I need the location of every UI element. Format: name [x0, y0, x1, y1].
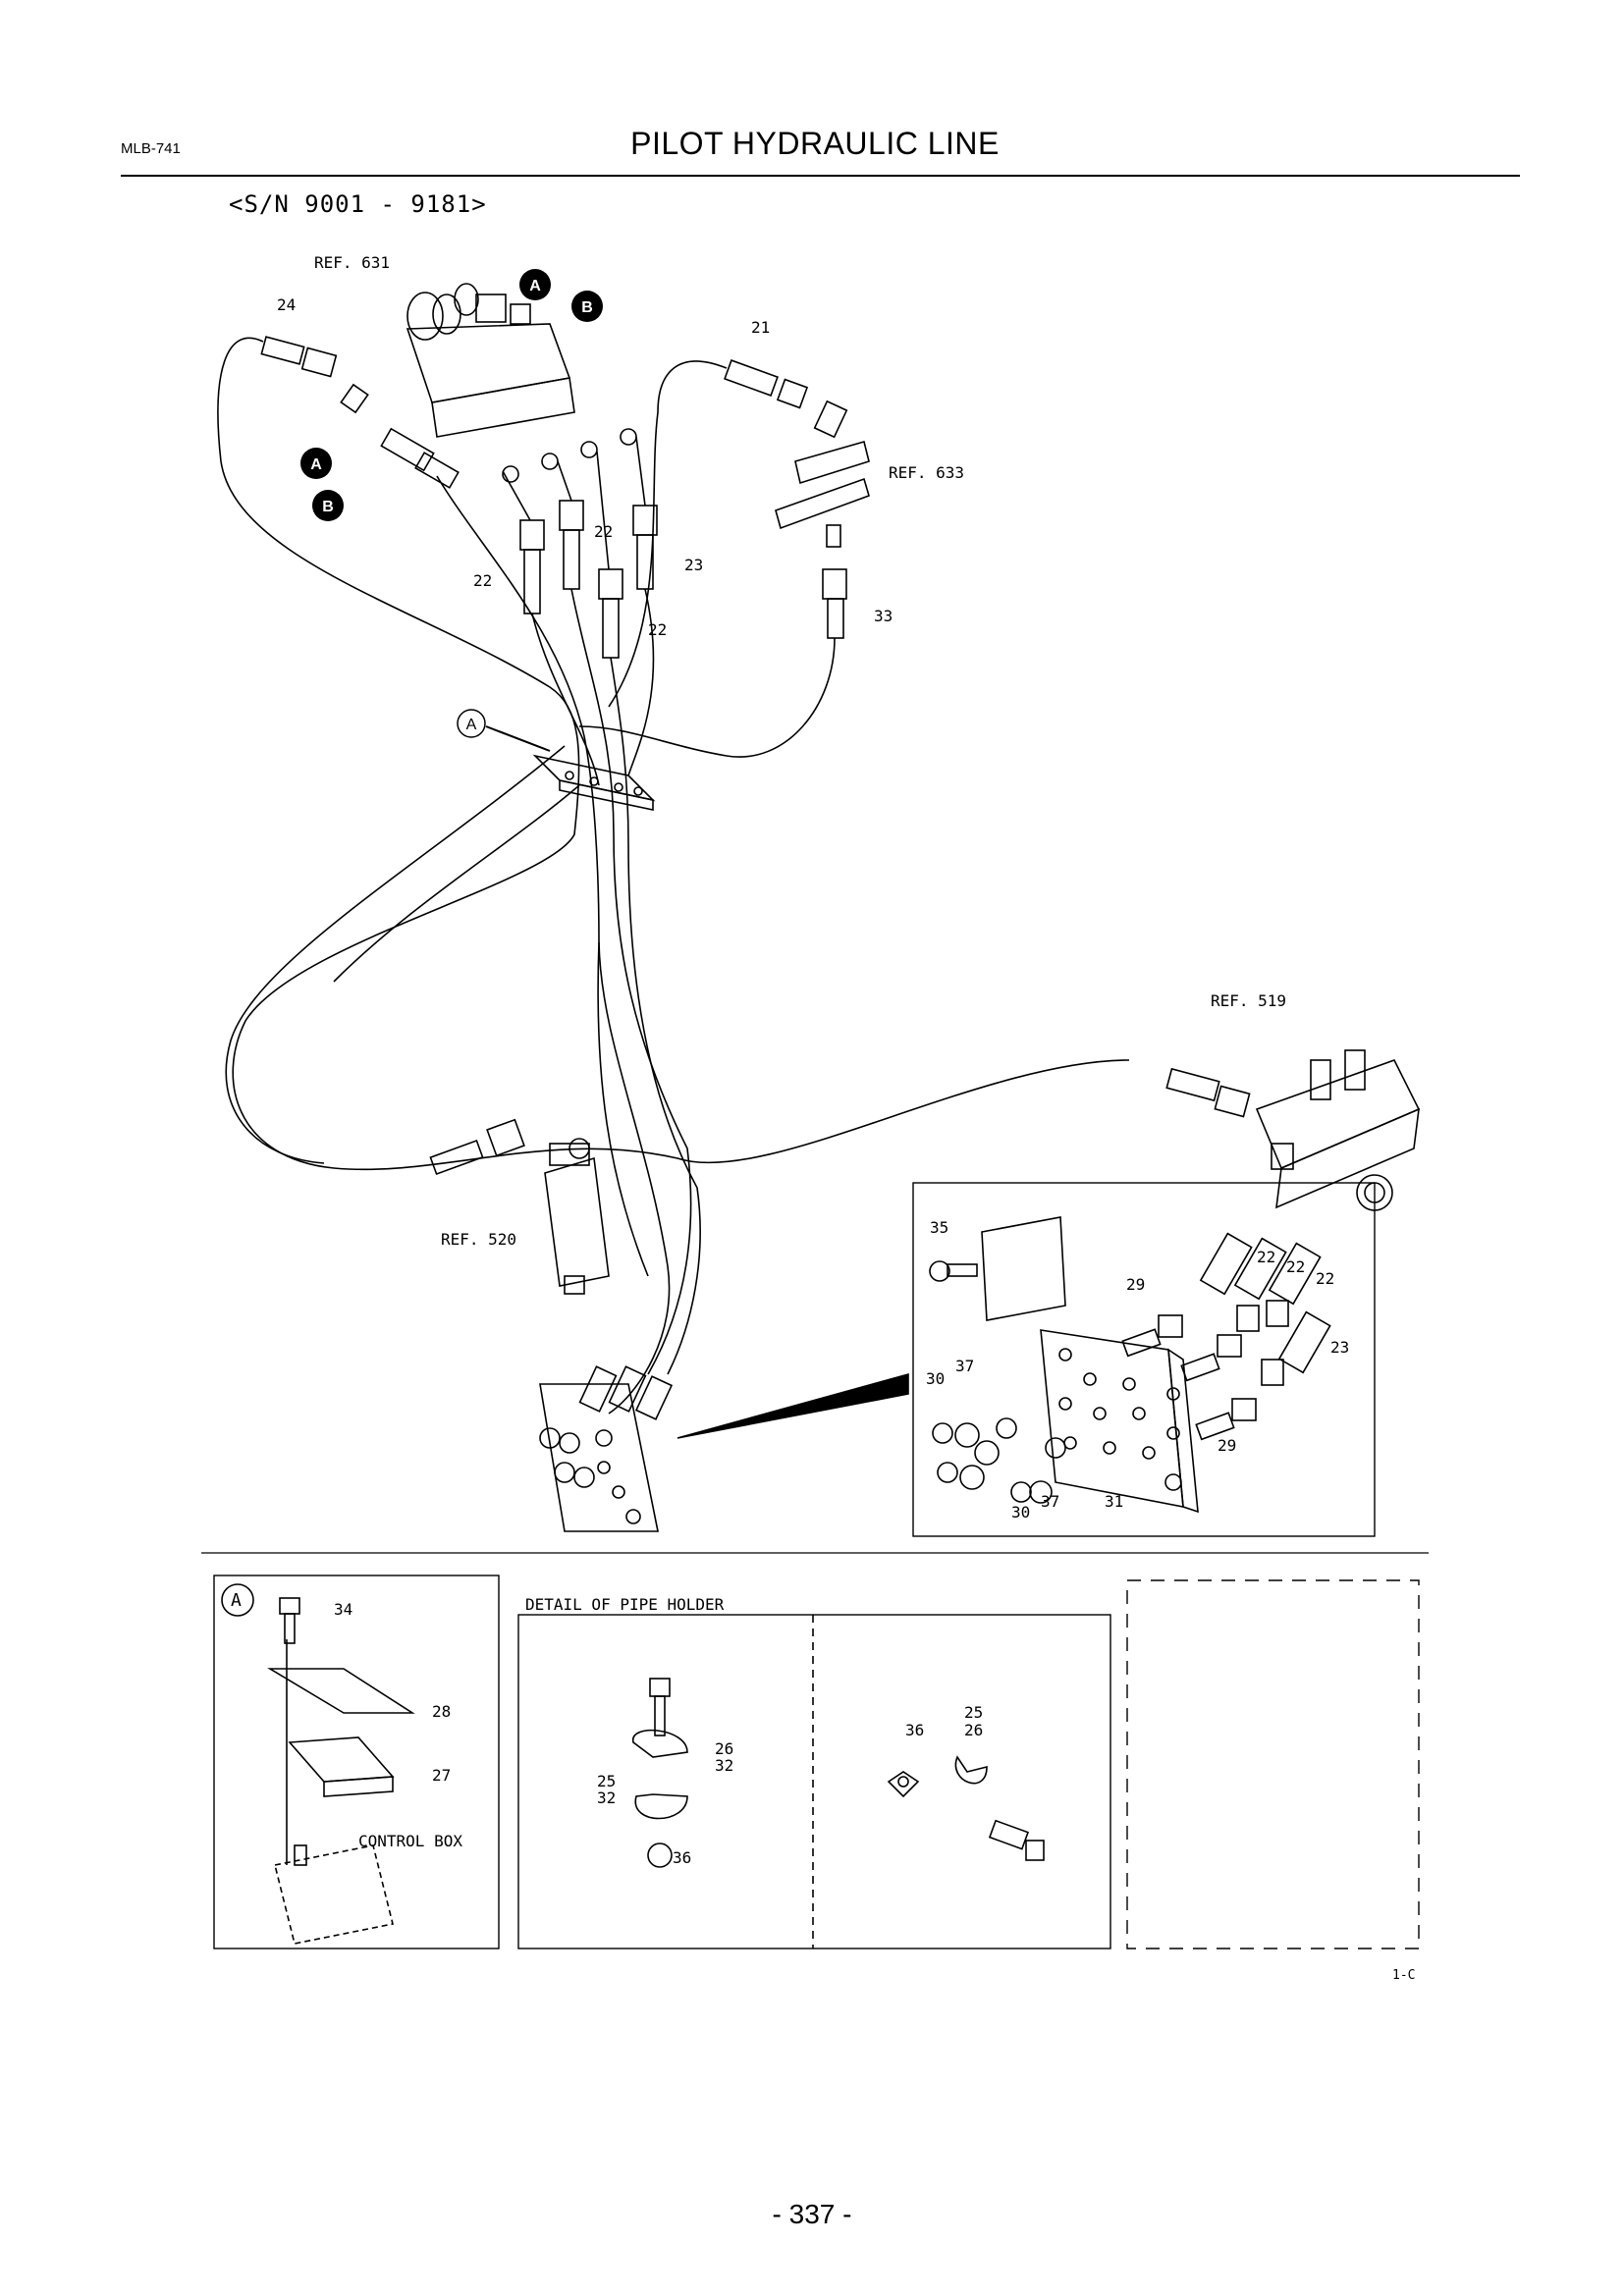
callout-ref-631: REF. 631: [314, 253, 390, 272]
detail-callout-37-bottom: 37: [1041, 1492, 1059, 1511]
page-title: PILOT HYDRAULIC LINE: [630, 126, 1000, 161]
marker-b-hose: B: [322, 499, 334, 515]
detail-callout-30-bottom: 30: [1011, 1503, 1030, 1522]
washers-nuts: [932, 1417, 1066, 1504]
pipe-holder-callout-26-right: 26: [964, 1721, 983, 1739]
callout-33: 33: [874, 607, 893, 625]
serial-number-range: <S/N 9001 - 9181>: [229, 190, 487, 218]
detail-callout-22a: 22: [1257, 1248, 1275, 1266]
detail-callout-22b: 22: [1286, 1257, 1305, 1276]
hoses-22-23: [502, 428, 658, 659]
hose-24: [260, 336, 460, 489]
marker-a-hose: A: [310, 456, 322, 473]
hoses-22-23-detail: [1199, 1232, 1331, 1386]
marker-b-valve: B: [581, 299, 593, 316]
page-number: - 337 -: [772, 2199, 852, 2229]
detail-callout-29-top: 29: [1126, 1275, 1145, 1294]
pipe-holder-callout-25-right: 25: [964, 1703, 983, 1722]
callout-23: 23: [684, 556, 703, 574]
detail-a-callout-27: 27: [432, 1766, 451, 1785]
marker-a-valve: A: [529, 278, 541, 294]
pipe-holder-a: [532, 754, 656, 811]
callout-ref-520: REF. 520: [441, 1230, 516, 1249]
detail-callout-31: 31: [1105, 1492, 1123, 1511]
plate-detail-drawing: [929, 1216, 1331, 1514]
header-divider: [121, 175, 1520, 177]
pipe-holder-callout-32-left: 32: [715, 1756, 733, 1775]
marker-a-holder: A: [466, 717, 477, 733]
placeholder-dashed-box: [1126, 1579, 1420, 1949]
detail-callout-22c: 22: [1316, 1269, 1334, 1288]
detail-a-marker: A: [231, 1590, 242, 1611]
pipe-holder-callout-26-left: 26: [715, 1739, 733, 1758]
control-box-label: CONTROL BOX: [358, 1832, 462, 1850]
detail-a-callout-34: 34: [334, 1600, 352, 1619]
hose-21: [724, 359, 870, 639]
pipe-holder-callout-32-lower: 32: [597, 1789, 616, 1807]
detail-callout-37-top: 37: [955, 1357, 974, 1375]
pipe-holder-callout-36-right: 36: [905, 1721, 924, 1739]
callout-21: 21: [751, 318, 770, 337]
callout-22-low: 22: [648, 620, 667, 639]
detail-callout-29-bottom: 29: [1218, 1436, 1236, 1455]
callout-22-left: 22: [473, 571, 492, 590]
callout-22-mid: 22: [594, 522, 613, 541]
detail-callout-35: 35: [930, 1218, 948, 1237]
pipe-holder-box: [517, 1614, 1111, 1949]
detail-a-box: [213, 1575, 500, 1949]
pipe-holder-callout-36-left: 36: [673, 1848, 691, 1867]
detail-callout-30-top: 30: [926, 1369, 945, 1388]
valve-ref-520: [429, 1118, 610, 1295]
detail-callout-23: 23: [1330, 1338, 1349, 1357]
callout-ref-519: REF. 519: [1211, 991, 1286, 1010]
pipe-holder-drawing: [632, 1678, 1045, 1868]
callout-24: 24: [277, 295, 296, 314]
plate-detail-box: [912, 1182, 1376, 1537]
fittings-29: [1121, 1314, 1257, 1441]
pilot-valve-drawing: [406, 283, 575, 438]
pipe-holder-callout-25-left: 25: [597, 1772, 616, 1790]
bottom-plate: [539, 1365, 674, 1532]
circle-markers: [300, 269, 603, 752]
figure-code: 1-C: [1392, 1968, 1415, 1983]
detail-a-callout-28: 28: [432, 1702, 451, 1721]
document-code: MLB-741: [121, 140, 181, 157]
callout-ref-633: REF. 633: [889, 463, 964, 482]
pipe-holder-title: DETAIL OF PIPE HOLDER: [525, 1595, 725, 1614]
detail-a-drawing: [221, 1583, 415, 1945]
hose-routing-lines: [217, 337, 1130, 1415]
valve-ref-519: [1165, 1049, 1421, 1211]
